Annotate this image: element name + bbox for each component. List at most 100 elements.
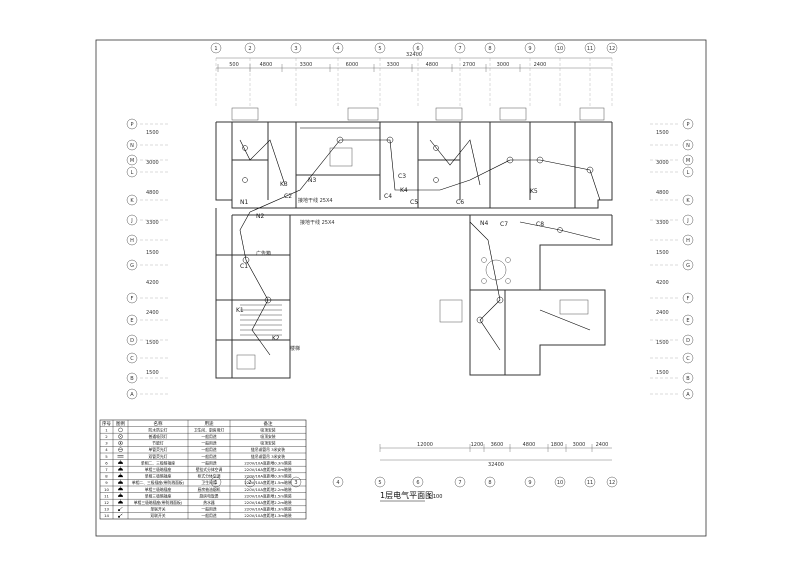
svg-text:吸顶安装: 吸顶安装 (260, 427, 275, 432)
note-advert-box: 广告箱 (256, 250, 271, 257)
svg-text:6: 6 (416, 46, 419, 52)
legend-symbol-icon (118, 427, 123, 433)
svg-text:220V/10A底距地2.2m暗装: 220V/10A底距地2.2m暗装 (244, 487, 291, 492)
legend-symbol-icon (118, 494, 123, 497)
svg-text:防水防尘灯: 防水防尘灯 (149, 427, 168, 432)
electrical-fixtures (242, 136, 594, 324)
grid-bubble-right: L (682, 166, 694, 178)
grid-bubble-bottom: 8 (484, 476, 496, 488)
svg-text:2: 2 (248, 46, 251, 52)
svg-text:J: J (130, 218, 132, 224)
legend-symbol-icon (118, 440, 123, 446)
legend-symbol-icon (118, 474, 123, 478)
dim-bottom: 12000 (417, 442, 433, 448)
dim-side-left: 4800 (146, 190, 159, 196)
svg-text:一般用途: 一般用途 (201, 454, 216, 459)
grid-bubble-right: D (682, 334, 694, 346)
dim-side-right: 4200 (656, 280, 669, 286)
grid-bubble-top: 11 (584, 42, 596, 54)
grid-bubble-left: C (126, 352, 138, 364)
grid-bubble-top: 12 (606, 42, 618, 54)
grid-bubble-left: M (126, 154, 138, 166)
circuit-label: C7 (500, 221, 508, 228)
svg-text:8: 8 (105, 474, 108, 479)
dim-side-right: 4800 (656, 190, 669, 196)
drawing-title: 1层电气平面图 (380, 490, 433, 500)
svg-text:单相二、三极插座(带防溅面板): 单相二、三极插座(带防溅面板) (132, 480, 185, 485)
grid-bubble-top: 5 (374, 42, 386, 54)
dim-top: 6000 (346, 62, 359, 68)
svg-text:10: 10 (557, 480, 563, 486)
svg-text:厨房电饭煲: 厨房电饭煲 (200, 493, 219, 498)
svg-text:节能灯: 节能灯 (152, 441, 164, 446)
svg-text:5: 5 (378, 46, 381, 52)
grid-bubble-bottom: 12 (606, 476, 618, 488)
dim-bottom: 3600 (491, 442, 504, 448)
dim-side-right: 2400 (656, 310, 669, 316)
svg-text:G: G (130, 263, 134, 269)
svg-text:11: 11 (587, 480, 593, 486)
svg-text:220V/16A底距地2.0m暗装: 220V/16A底距地2.0m暗装 (244, 467, 291, 472)
grid-bubble-left: K (126, 194, 138, 206)
dim-top: 500 (229, 62, 239, 68)
grid-bubble-left: F (126, 292, 138, 304)
grid-bubble-bottom: 3 (290, 476, 302, 488)
svg-text:4: 4 (336, 46, 339, 52)
grid-bubble-bottom: 9 (524, 476, 536, 488)
grid-bubble-top: 10 (554, 42, 566, 54)
grid-bubble-bottom: 10 (554, 476, 566, 488)
circuit-label: N1 (240, 199, 248, 206)
legend-symbol-icon (118, 468, 123, 471)
circuit-label: N4 (480, 220, 488, 227)
svg-text:H: H (686, 238, 690, 244)
svg-text:E: E (130, 318, 133, 324)
svg-text:220V/10A底距地0.3m暗装: 220V/10A底距地0.3m暗装 (244, 460, 291, 465)
svg-text:F: F (131, 296, 134, 302)
svg-text:H: H (130, 238, 134, 244)
legend-symbol-icon (118, 461, 123, 464)
grid-bubble-top: 7 (454, 42, 466, 54)
dim-top: 2700 (463, 62, 476, 68)
dim-top: 3000 (497, 62, 510, 68)
svg-text:单相二、三极暗插座: 单相二、三极暗插座 (141, 460, 175, 465)
grid-bubble-left: N (126, 139, 138, 151)
grid-bubble-right: E (682, 314, 694, 326)
circuit-label: K3 (280, 181, 288, 188)
svg-text:2: 2 (248, 480, 251, 486)
legend-symbol-icon (118, 487, 123, 491)
svg-text:5: 5 (105, 454, 108, 459)
svg-text:5: 5 (378, 480, 381, 486)
legend-header: 名称 (154, 420, 163, 427)
svg-text:11: 11 (587, 46, 593, 52)
svg-text:B: B (130, 376, 134, 382)
note-ground-bus-1: 接地干线 25X4 (298, 197, 333, 204)
svg-text:单相三极暗插座(带防溅面板): 单相三极暗插座(带防溅面板) (134, 500, 183, 505)
svg-text:12: 12 (609, 46, 615, 52)
svg-text:壁挂式分体空调: 壁挂式分体空调 (196, 467, 223, 472)
grid-bubble-bottom: 4 (332, 476, 344, 488)
grid-bubble-bottom: 6 (412, 476, 424, 488)
sheet-border (95, 39, 707, 537)
svg-text:12: 12 (609, 480, 615, 486)
grid-bubble-right: B (682, 372, 694, 384)
svg-text:P: P (130, 122, 133, 128)
svg-text:C: C (686, 356, 690, 362)
dim-top: 4800 (426, 62, 439, 68)
svg-text:220V/10A底距地1.5m暗装: 220V/10A底距地1.5m暗装 (244, 493, 291, 498)
svg-text:一般用途: 一般用途 (201, 460, 216, 465)
svg-text:11: 11 (104, 493, 109, 498)
grid-bubble-left: P (126, 118, 138, 130)
dim-side-left: 4200 (146, 280, 159, 286)
circuit-label: K5 (530, 188, 538, 195)
grid-bubble-right: M (682, 154, 694, 166)
